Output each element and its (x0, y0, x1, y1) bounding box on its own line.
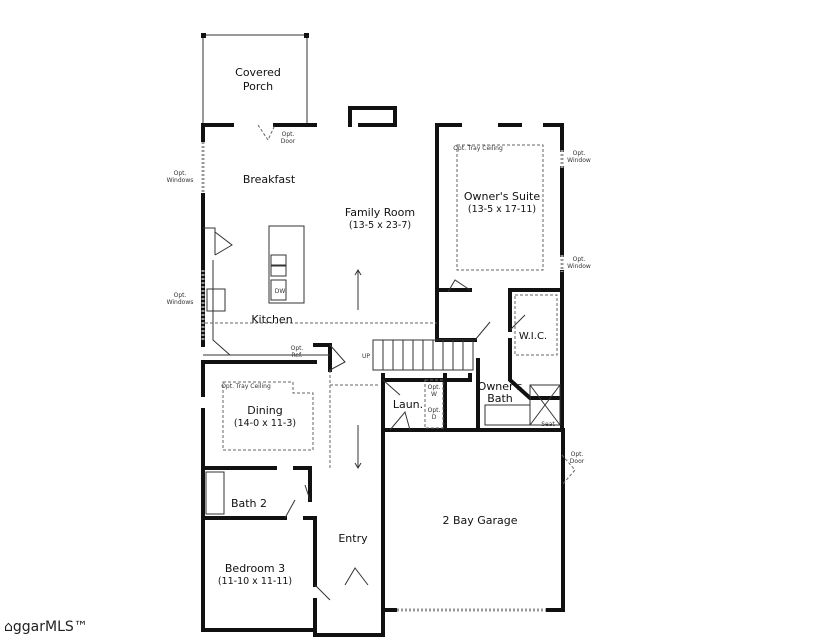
wic-shelves (514, 294, 558, 356)
dining-tray-ceiling (222, 381, 314, 451)
mls-logo: ⌂ggarMLS™ (4, 619, 88, 635)
house-icon: ⌂ (4, 619, 13, 635)
opt-note: Opt. (573, 150, 586, 157)
opt-windows-note: Windows (167, 177, 194, 184)
opt-note: Opt. (428, 407, 441, 414)
dishwasher-label: DW (275, 288, 286, 295)
porch-label-2: Porch (243, 80, 273, 93)
shower-seat-label: Seat (541, 421, 555, 428)
arrow-up (354, 269, 362, 310)
windows (201, 142, 564, 612)
family-room-label: Family Room (345, 206, 415, 219)
stairs (372, 339, 474, 371)
bedroom3-dims: (11-10 x 11-11) (218, 576, 292, 587)
walls (201, 106, 565, 637)
cooktop (206, 288, 226, 312)
opt-ref-note: Ref. (291, 352, 302, 359)
opt-door-note: Door (570, 458, 585, 465)
stairs-up-label: UP (362, 353, 370, 360)
tray-ceiling-note: Opt. Tray Ceiling (453, 145, 503, 152)
dining-label: Dining (247, 404, 283, 417)
vanity (484, 404, 531, 426)
opt-note: Opt. (174, 292, 187, 299)
bedroom3-label: Bedroom 3 (225, 562, 285, 575)
owners-bath-label-2: Bath (487, 392, 513, 405)
opt-window-note: Window (567, 157, 591, 164)
opt-washer-note: W (431, 391, 437, 398)
opt-note: Opt. (573, 256, 586, 263)
wic-label: W.I.C. (519, 331, 547, 342)
opt-dryer-note: D (432, 414, 437, 421)
opt-note: Opt. (174, 170, 187, 177)
laundry-label: Laun. (393, 398, 423, 411)
garage-label: 2 Bay Garage (442, 514, 517, 527)
breakfast-label: Breakfast (243, 173, 296, 186)
dining-dims: (14-0 x 11-3) (234, 418, 296, 429)
covered-porch (201, 33, 309, 124)
tray-ceiling-note: Opt. Tray Ceiling (221, 383, 271, 390)
opt-note: Opt. (428, 384, 441, 391)
owners-suite-label: Owner's Suite (464, 190, 540, 203)
porch-label: Covered (235, 66, 281, 79)
opt-note: Opt. (571, 451, 584, 458)
opt-windows-note: Windows (167, 299, 194, 306)
opt-window-note: Window (567, 263, 591, 270)
doors (203, 124, 576, 601)
arrow-down (354, 425, 362, 469)
kitchen-label: Kitchen (251, 313, 292, 326)
bath2-label: Bath 2 (231, 497, 267, 510)
bathtub (205, 471, 225, 515)
owners-bath-label: Owner's (478, 380, 523, 393)
logo-text: ggarMLS™ (12, 619, 88, 635)
family-room-dims: (13-5 x 23-7) (349, 220, 411, 231)
opt-door-note: Door (281, 138, 296, 145)
owners-suite-dims: (13-5 x 17-11) (468, 204, 536, 215)
entry-label: Entry (338, 532, 368, 545)
kitchen-island (203, 225, 437, 356)
opt-note: Opt. (282, 131, 295, 138)
owners-tray-ceiling (456, 144, 544, 271)
washer-dryer (424, 379, 444, 429)
opt-note: Opt. (291, 345, 304, 352)
